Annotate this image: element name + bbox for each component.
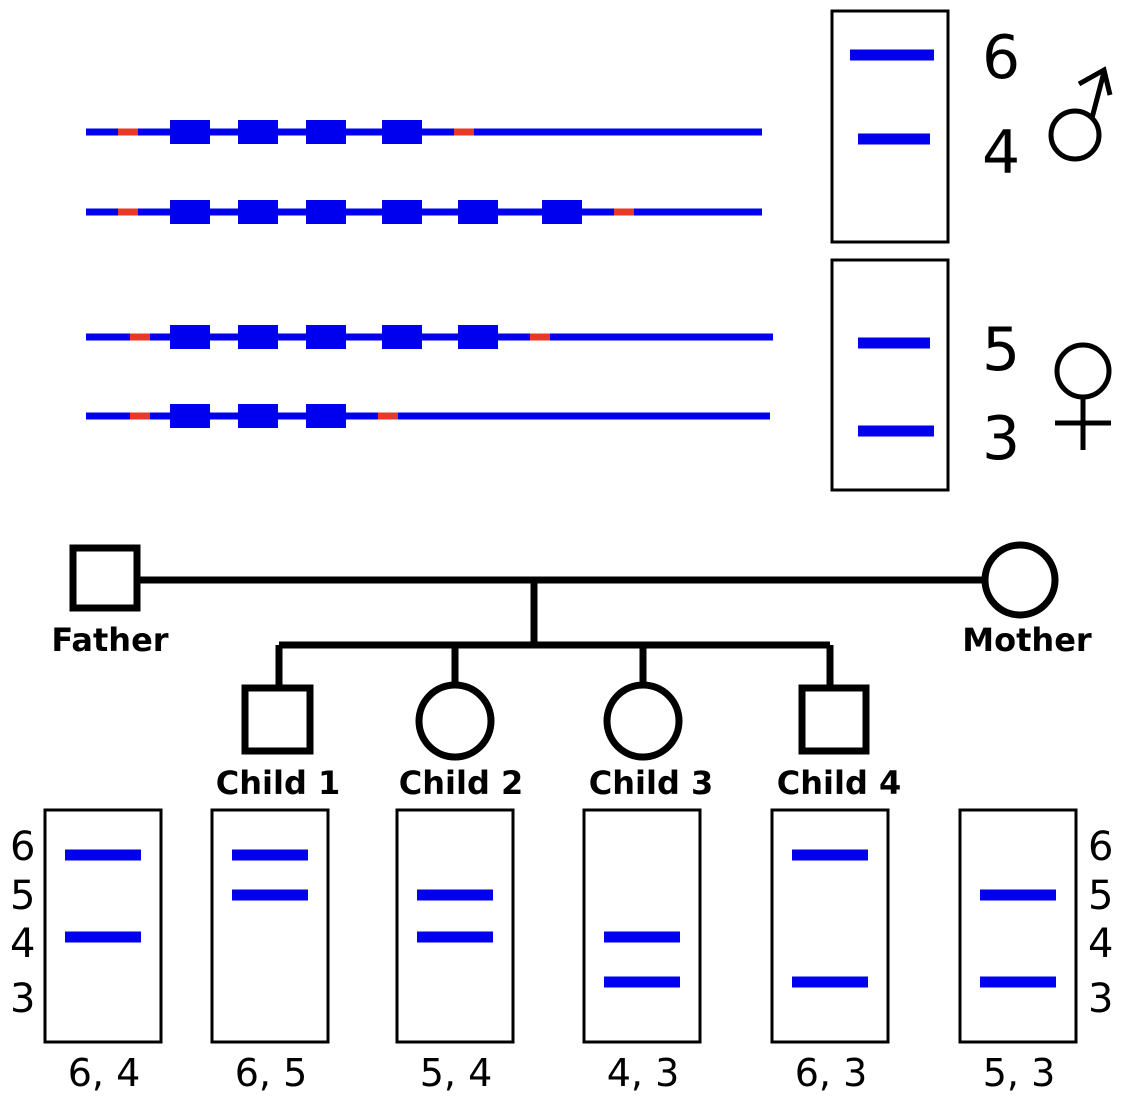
mother-strand-1 <box>86 325 773 349</box>
repeat-unit <box>458 325 498 349</box>
genotype-label: 5, 4 <box>420 1051 493 1095</box>
repeat-unit <box>238 200 278 224</box>
mother-gel-label-high: 5 <box>982 315 1020 385</box>
father-label: Father <box>51 621 168 659</box>
child-2-circle-icon <box>415 681 495 761</box>
flank-marker <box>118 208 138 216</box>
father-strand-2 <box>86 200 762 224</box>
father-gel-bands <box>850 49 934 145</box>
repeat-unit <box>542 200 582 224</box>
genotype-label: 5, 3 <box>983 1051 1056 1095</box>
mother-gel-bands <box>858 337 934 437</box>
father-gel-label-low: 4 <box>982 118 1020 188</box>
repeat-unit <box>170 325 210 349</box>
repeat-unit <box>238 325 278 349</box>
child-3-label: Child 3 <box>589 764 714 802</box>
flank-marker <box>130 412 150 420</box>
gel-lane-father: 6, 4 <box>43 808 163 1095</box>
gel-lane-frame <box>43 808 163 1044</box>
mother-label: Mother <box>962 621 1092 659</box>
gel-lane-frame <box>582 808 702 1044</box>
flank-marker <box>378 412 398 420</box>
genotype-label: 6, 3 <box>795 1051 868 1095</box>
father-gel-frame <box>830 9 950 244</box>
repeat-unit <box>306 325 346 349</box>
scale-right-label-5: 5 <box>1088 873 1113 919</box>
child-2-label: Child 2 <box>399 764 524 802</box>
father-gel-label-high: 6 <box>982 23 1020 93</box>
gel-lane-frame <box>958 808 1078 1044</box>
pedigree <box>69 541 1059 761</box>
scale-right-label-6: 6 <box>1088 824 1113 870</box>
genotype-label: 4, 3 <box>607 1051 680 1095</box>
gel-lane-child-1: 6, 5 <box>210 808 330 1095</box>
repeat-unit <box>306 120 346 144</box>
gel-lane-frame <box>770 808 890 1044</box>
gel-lane-mother: 5, 3 <box>958 808 1078 1095</box>
father-square-icon <box>69 544 141 612</box>
scale-left-label-4: 4 <box>10 921 35 967</box>
repeat-unit <box>306 404 346 428</box>
genotype-label: 6, 4 <box>68 1051 141 1095</box>
gel-lane-child-2: 5, 4 <box>395 808 515 1095</box>
scale-right-label-3: 3 <box>1088 976 1113 1022</box>
flank-marker <box>530 333 550 341</box>
father-gel: 6 4 <box>830 9 1020 244</box>
female-symbol-icon <box>1054 342 1112 450</box>
repeat-unit <box>382 120 422 144</box>
gel-lane-child-4: 6, 3 <box>770 808 890 1095</box>
gel-lane-frame <box>210 808 330 1044</box>
flank-marker <box>614 208 634 216</box>
repeat-unit <box>306 200 346 224</box>
repeat-unit <box>170 120 210 144</box>
repeat-unit <box>238 120 278 144</box>
repeat-unit <box>238 404 278 428</box>
mother-circle-icon <box>981 541 1059 619</box>
repeat-unit <box>382 200 422 224</box>
repeat-unit <box>458 200 498 224</box>
bottom-gel-lanes: 6, 4 6, 5 5, 4 4, 3 6, 3 5, 3 <box>43 808 1078 1095</box>
child-3-circle-icon <box>603 681 683 761</box>
flank-marker <box>454 128 474 136</box>
male-symbol-icon <box>1048 66 1113 162</box>
child-4-label: Child 4 <box>777 764 902 802</box>
scale-left-label-5: 5 <box>10 873 35 919</box>
mother-gel: 5 3 <box>830 258 1020 492</box>
child-1-square-icon <box>241 684 314 755</box>
child-4-square-icon <box>798 684 870 755</box>
repeat-unit <box>382 325 422 349</box>
mother-gel-frame <box>830 258 950 492</box>
flank-marker <box>118 128 138 136</box>
genotype-label: 6, 5 <box>235 1051 308 1095</box>
father-strand-1 <box>86 120 762 144</box>
repeat-unit <box>170 404 210 428</box>
repeat-unit <box>170 200 210 224</box>
dna-strands <box>86 120 773 428</box>
mother-strand-2 <box>86 404 770 428</box>
gel-lane-frame <box>395 808 515 1044</box>
flank-marker <box>130 333 150 341</box>
scale-left-label-6: 6 <box>10 824 35 870</box>
mother-gel-label-low: 3 <box>982 404 1020 474</box>
child-1-label: Child 1 <box>216 764 341 802</box>
scale-right-label-4: 4 <box>1088 921 1113 967</box>
gel-lane-child-3: 4, 3 <box>582 808 702 1095</box>
scale-left-label-3: 3 <box>10 976 35 1022</box>
